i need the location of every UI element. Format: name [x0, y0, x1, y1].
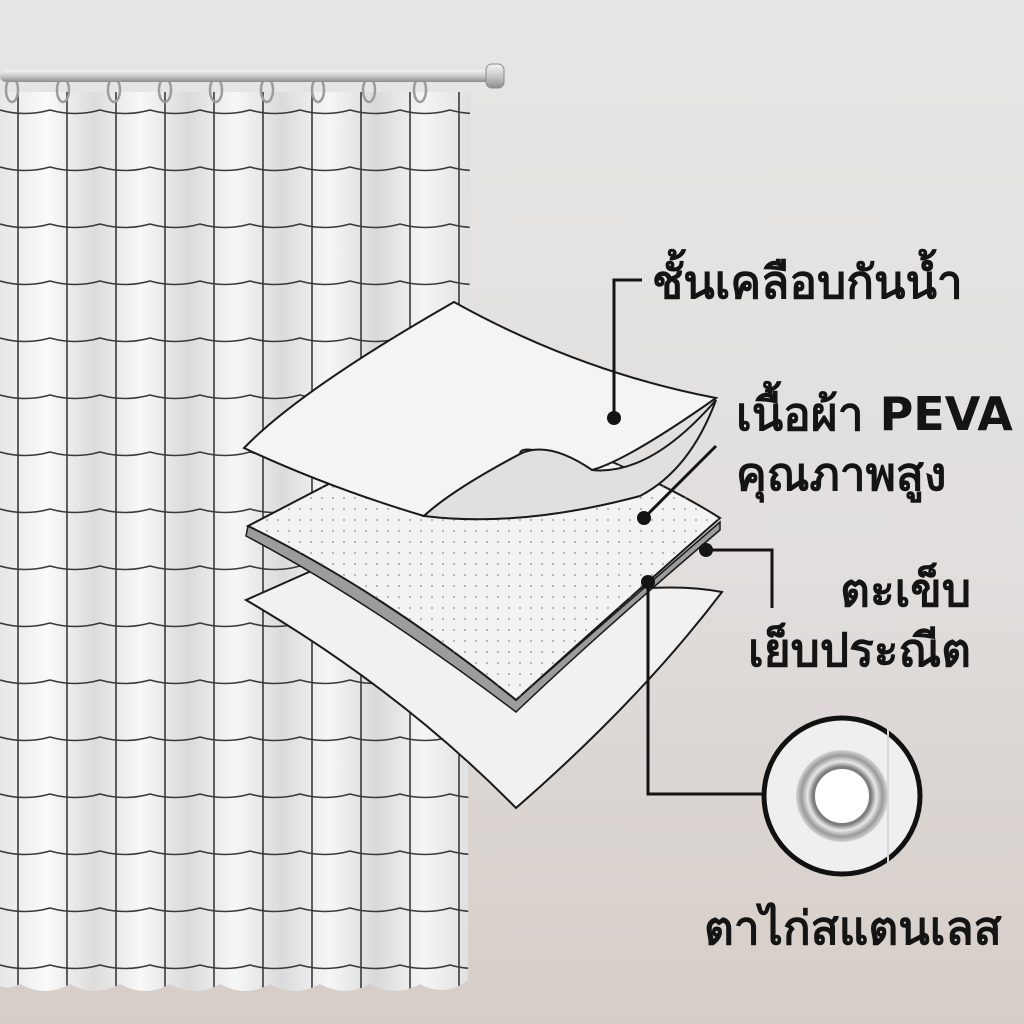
- curtain-rod-icon: [0, 63, 505, 89]
- layer-waterproof-coating: [242, 300, 719, 521]
- label-seam: ตะเข็บ เย็บประณีต: [748, 560, 971, 680]
- label-stainless-grommet: ตาไก่สแตนเลส: [704, 901, 1002, 955]
- label-seam-line1: ตะเข็บ: [840, 563, 972, 617]
- label-peva-fabric: เนื้อผ้า PEVA คุณภาพสูง: [736, 384, 1013, 504]
- label-waterproof-coating: ชั้นเคลือบกันน้ำ: [652, 255, 963, 309]
- label-peva-fabric-line1: เนื้อผ้า PEVA: [736, 387, 1013, 441]
- callout-dots: [607, 411, 713, 589]
- label-peva-fabric-line2: คุณภาพสูง: [736, 447, 947, 501]
- grommet-detail-icon: [761, 715, 923, 877]
- callout-lines: [612, 278, 774, 796]
- label-seam-line2: เย็บประณีต: [748, 623, 972, 677]
